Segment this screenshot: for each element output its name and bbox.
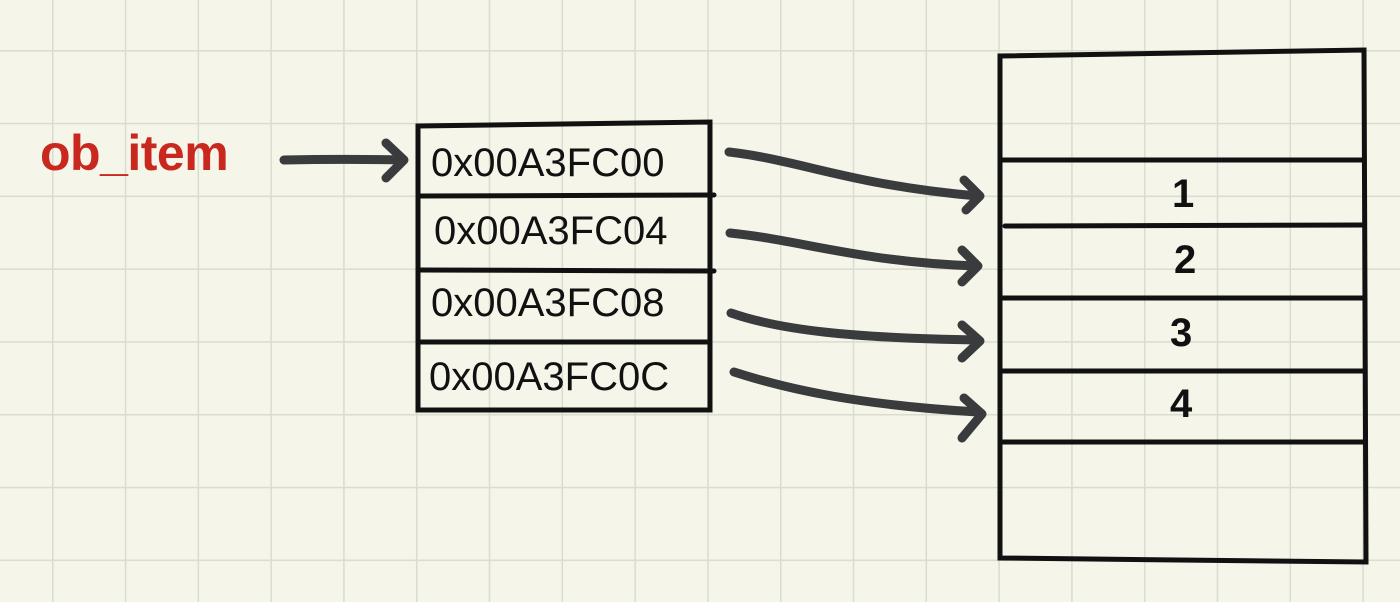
reference-arrow-4 (729, 367, 987, 443)
ob-item-label: ob_item (40, 125, 229, 181)
pointer-array-box (415, 119, 717, 413)
pointer-address-2: 0x00A3FC04 (434, 209, 668, 253)
pointer-address-4: 0x00A3FC0C (429, 355, 670, 399)
pointer-address-3: 0x00A3FC08 (431, 281, 665, 325)
pointer-address-1: 0x00A3FC00 (431, 141, 665, 185)
memory-value-4: 4 (1170, 382, 1193, 426)
ob-item-arrow (279, 138, 409, 183)
memory-column-box (997, 47, 1369, 565)
reference-arrow-3 (726, 308, 985, 363)
memory-value-3: 3 (1170, 311, 1193, 355)
reference-arrow-1 (724, 147, 985, 215)
reference-arrow-2 (725, 228, 983, 287)
memory-value-1: 1 (1172, 172, 1195, 216)
memory-value-2: 2 (1174, 238, 1197, 282)
